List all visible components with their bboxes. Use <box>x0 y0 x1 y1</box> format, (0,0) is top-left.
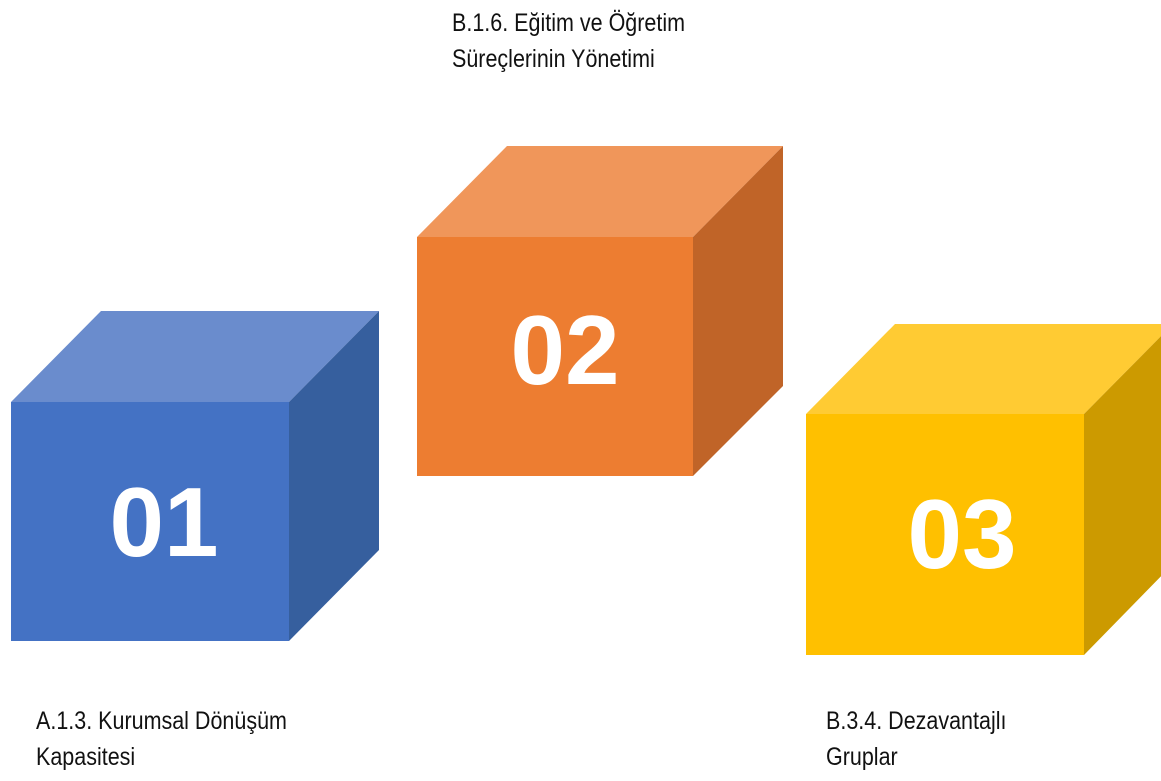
caption-01: A.1.3. Kurumsal Dönüşüm Kapasitesi <box>36 703 287 775</box>
cube-01-number: 01 <box>109 467 218 577</box>
cube-03-side-face <box>1084 336 1161 655</box>
caption-02-word: ve <box>579 9 603 37</box>
caption-02: B.1.6. Eğitim ve Öğretim Süreçlerinin Yö… <box>452 5 813 77</box>
cube-03-number: 03 <box>907 479 1016 589</box>
cube-03-front-face <box>806 414 1084 655</box>
cube-01: 01 <box>11 311 379 641</box>
cube-02-number: 02 <box>510 295 619 405</box>
caption-03-word: Dezavantajlı <box>888 707 1007 735</box>
caption-02-line-1: B.1.6. Eğitim ve Öğretim <box>452 5 813 41</box>
caption-03-line-2: Gruplar <box>826 743 898 771</box>
caption-03: B.3.4. Dezavantajlı Gruplar <box>826 703 1151 775</box>
cube-01-front-face <box>11 402 289 641</box>
caption-03-line-1: B.3.4. Dezavantajlı <box>826 703 1151 739</box>
caption-02-word: B.1.6. <box>452 9 509 37</box>
caption-01-line-1: A.1.3. Kurumsal Dönüşüm <box>36 707 287 735</box>
cube-02-front-face <box>417 237 693 476</box>
cube-02-side-face <box>693 146 783 476</box>
cube-03: 03 <box>806 324 1161 655</box>
caption-03-word: B.3.4. <box>826 707 883 735</box>
caption-02-line-2: Süreçlerinin Yönetimi <box>452 45 655 73</box>
cube-01-top-face <box>11 311 379 402</box>
cube-01-side-face <box>289 311 379 641</box>
cube-02: 02 <box>417 146 783 476</box>
caption-02-word: Öğretim <box>608 9 686 37</box>
cube-03-top-face <box>806 324 1161 414</box>
cube-02-top-face <box>417 146 783 237</box>
caption-02-word: Eğitim <box>514 9 574 37</box>
caption-01-line-2: Kapasitesi <box>36 743 136 771</box>
